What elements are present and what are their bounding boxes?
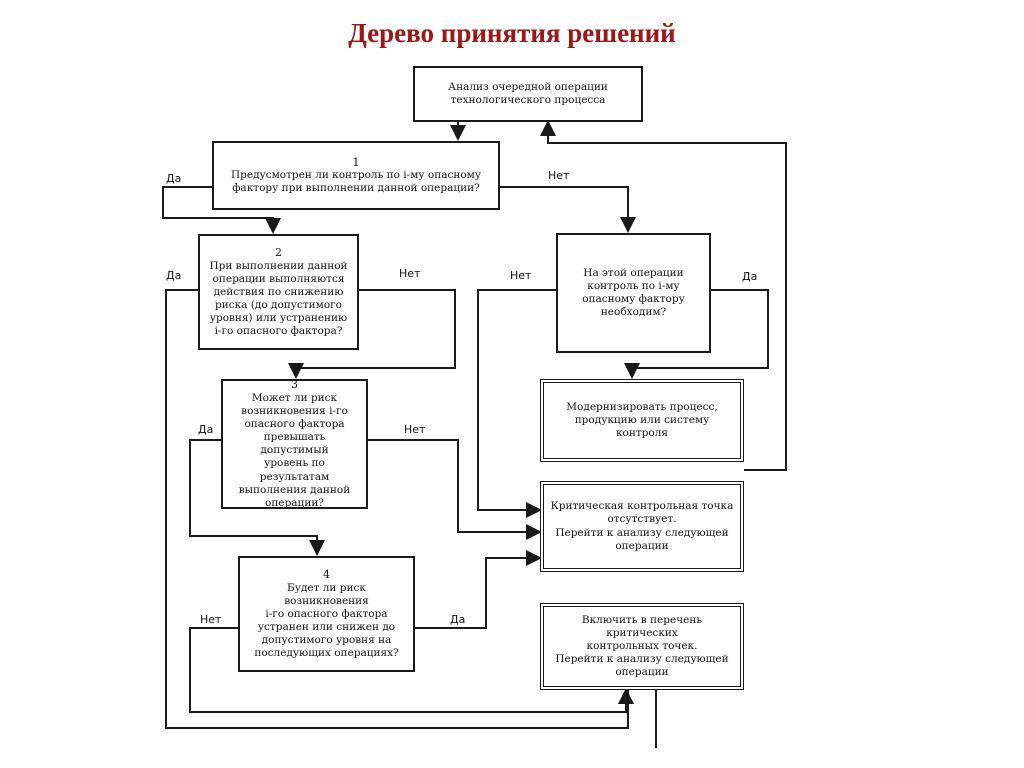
control-needed-text: На этой операции контроль по i-му опасно… bbox=[582, 266, 685, 319]
modernize-text: Модернизировать процесс, продукцию или с… bbox=[566, 400, 718, 440]
question-4-text: Будет ли риск возникновения i-го опасног… bbox=[254, 581, 399, 660]
label-q3-no: Нет bbox=[404, 423, 426, 436]
question-4-box: 4 Будет ли риск возникновения i-го опасн… bbox=[238, 556, 415, 672]
question-4-number: 4 bbox=[323, 567, 330, 581]
start-box: Анализ очередной операции технологическо… bbox=[413, 66, 643, 122]
modernize-box: Модернизировать процесс, продукцию или с… bbox=[540, 379, 744, 462]
label-q3-yes: Да bbox=[198, 423, 214, 436]
page-title: Дерево принятия решений bbox=[348, 18, 676, 48]
question-2-number: 2 bbox=[275, 245, 282, 259]
question-3-box: 3 Может ли риск возникновения i-го опасн… bbox=[221, 378, 368, 509]
label-q4-no: Нет bbox=[200, 613, 222, 626]
label-q1-no: Нет bbox=[548, 169, 570, 182]
control-needed-box: На этой операции контроль по i-му опасно… bbox=[556, 233, 711, 353]
question-1-number: 1 bbox=[352, 155, 360, 169]
no-ccp-text: Критическая контрольная точка отсутствуе… bbox=[550, 500, 734, 552]
include-ccp-text: Включить в перечень критических контроль… bbox=[555, 613, 729, 679]
label-q1-yes: Да bbox=[166, 172, 182, 185]
label-qc-no: Нет bbox=[510, 269, 532, 282]
question-2-text: При выполнении данной операции выполняют… bbox=[209, 259, 348, 338]
question-1-box: 1 Предусмотрен ли контроль по i-му опасн… bbox=[212, 141, 500, 210]
label-q4-yes: Да bbox=[450, 613, 466, 626]
question-3-text: Может ли риск возникновения i-го опасног… bbox=[238, 391, 351, 509]
label-qc-yes: Да bbox=[742, 270, 758, 283]
label-q2-no: Нет bbox=[399, 267, 421, 280]
question-3-number: 3 bbox=[291, 378, 298, 392]
start-text: Анализ очередной операции технологическо… bbox=[448, 80, 608, 106]
question-2-box: 2 При выполнении данной операции выполня… bbox=[198, 234, 359, 350]
no-ccp-box: Критическая контрольная точка отсутствуе… bbox=[540, 481, 744, 572]
label-q2-yes: Да bbox=[166, 269, 182, 282]
question-1-text: Предусмотрен ли контроль по i-му опасном… bbox=[230, 169, 482, 195]
include-ccp-box: Включить в перечень критических контроль… bbox=[540, 603, 744, 690]
